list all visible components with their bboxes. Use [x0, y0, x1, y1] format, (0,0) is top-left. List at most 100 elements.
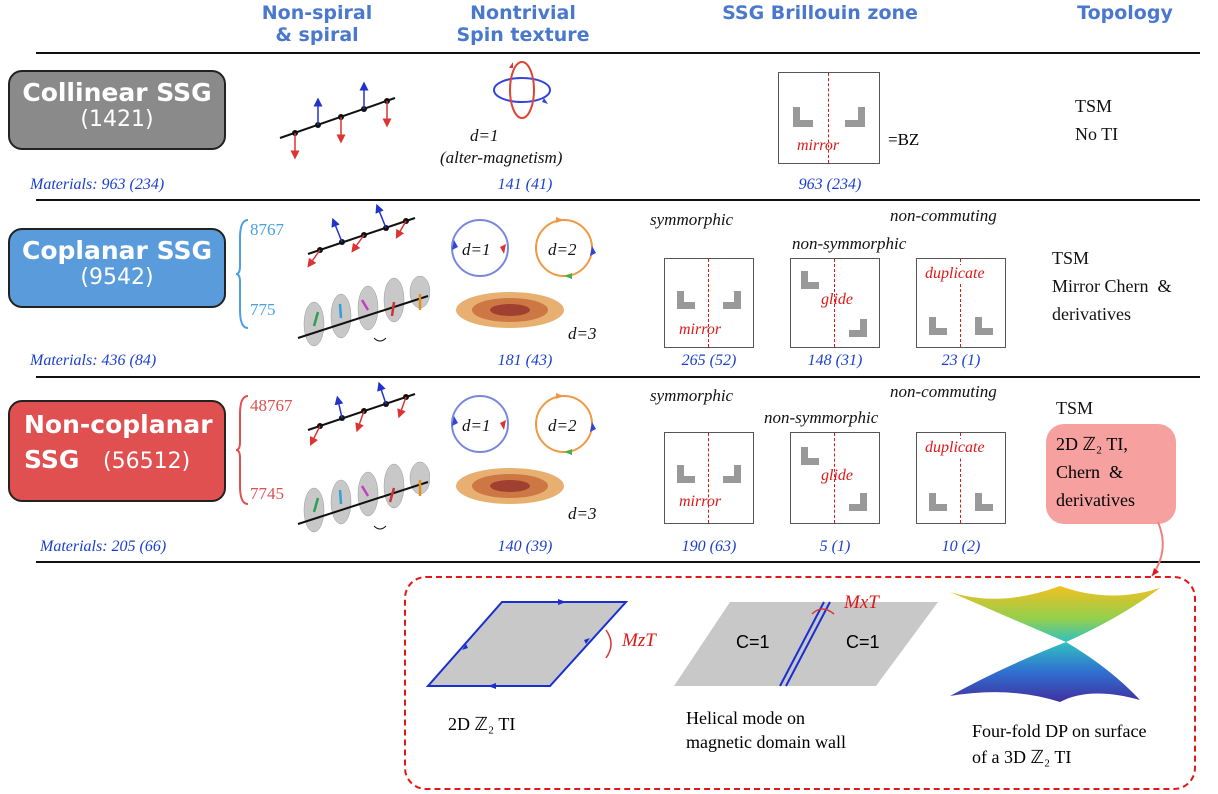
coplanar-texture-count: 181 (43): [497, 352, 553, 369]
panel1-symmetry: MzT: [622, 630, 656, 651]
header-nonspiral-line2: & spiral: [275, 24, 359, 46]
collinear-bz-mirror: mirror: [797, 137, 840, 154]
noncoplanar-title-line2: SSG (56512): [24, 445, 224, 474]
header-texture-line2: Spin texture: [456, 24, 590, 46]
bz-mirror-line: [828, 73, 829, 163]
noncoplanar-topology-box: 2D ℤ₂ TI, Chern & derivatives: [1046, 424, 1176, 524]
bz-glide-line: [834, 259, 835, 347]
noncoplanar-title: Non-coplanar: [24, 410, 213, 439]
collinear-texture-icon: [493, 61, 551, 119]
header-texture-line1: Nontrivial: [470, 2, 576, 24]
coplanar-materials: Materials: 436 (84): [30, 352, 157, 369]
bz-mirror-line: [708, 259, 709, 347]
noncoplanar-badge: Non-coplanar SSG (56512): [8, 400, 226, 502]
bz-glyph-upper: [801, 271, 819, 289]
header-texture: Nontrivial Spin texture: [438, 2, 608, 46]
coplanar-badge: Coplanar SSG (9542): [8, 228, 226, 308]
coplanar-d3: d=3: [568, 324, 597, 343]
coplanar-nonspiral-chain: [307, 204, 416, 268]
collinear-bz-box: mirror: [778, 72, 880, 164]
collinear-title: Collinear SSG: [22, 78, 212, 107]
header-topology: Topology: [1077, 2, 1173, 24]
coplanar-topology-line1: TSM: [1052, 248, 1090, 268]
coplanar-bz-nonsymmorphic: glide: [790, 258, 880, 348]
coplanar-d2: d=2: [548, 240, 577, 259]
noncoplanar-symmorphic: symmorphic: [650, 386, 734, 405]
bz-duplicate-line: [960, 433, 961, 523]
separator-top: [36, 52, 1200, 54]
panel2-domain-wall: [674, 601, 938, 687]
separator-3: [36, 561, 1200, 563]
bz-glyph-left: [677, 465, 695, 483]
coplanar-topology: TSM Mirror Chern & derivatives: [1052, 244, 1171, 328]
panel1-label: 2D ℤ₂ TI: [448, 714, 516, 734]
noncoplanar-spiral-chain: [297, 461, 430, 533]
panel3-label-line1: Four-fold DP on surface: [972, 721, 1147, 741]
coplanar-bz-duplicate: duplicate: [925, 265, 985, 283]
noncoplanar-d2: d=2: [548, 416, 577, 435]
noncoplanar-bz-noncommuting: duplicate: [916, 432, 1006, 524]
coplanar-bz-symmorphic: mirror: [664, 258, 754, 348]
noncoplanar-materials: Materials: 205 (66): [40, 538, 167, 555]
bz-glyph-right: [723, 291, 741, 309]
coplanar-title: Coplanar SSG: [22, 236, 212, 265]
noncoplanar-topology-line2: Chern &: [1056, 462, 1123, 482]
panel2-label-line1: Helical mode on: [686, 708, 805, 728]
panel2-label-line2: magnetic domain wall: [686, 732, 846, 752]
header-nonspiral: Non-spiral & spiral: [252, 2, 382, 46]
noncoplanar-topology-line3: derivatives: [1056, 490, 1135, 510]
bz-mirror-line: [708, 433, 709, 523]
panel3-dirac-cone: [950, 586, 1160, 702]
coplanar-nonsymmorphic: non-symmorphic: [792, 234, 907, 253]
bottom-panel: [404, 576, 1196, 790]
bz-glyph-lower: [849, 319, 867, 337]
collinear-texture-count: 141 (41): [497, 176, 553, 193]
bz-glyph-right: [975, 493, 993, 511]
noncoplanar-topology-line1: 2D ℤ₂ TI,: [1056, 434, 1128, 454]
bz-glyph-lower: [849, 493, 867, 511]
noncoplanar-bz-mirror: mirror: [679, 493, 722, 510]
noncoplanar-nonsymmorphic: non-symmorphic: [764, 408, 879, 427]
coplanar-bz-glide: glide: [821, 291, 853, 308]
noncoplanar-title2: SSG: [24, 445, 80, 474]
noncoplanar-count-sym: 190 (63): [681, 538, 737, 555]
collinear-badge: Collinear SSG (1421): [8, 70, 226, 150]
noncoplanar-brace: [236, 395, 249, 505]
noncoplanar-count: (56512): [103, 449, 191, 474]
collinear-bz-count: 963 (234): [798, 176, 862, 193]
bz-glyph-left: [793, 107, 813, 127]
coplanar-topology-line2: Mirror Chern &: [1052, 276, 1172, 296]
coplanar-d1: d=1: [462, 240, 491, 259]
noncoplanar-d1: d=1: [462, 416, 491, 435]
bz-glyph-upper: [801, 447, 819, 465]
collinear-texture-d: d=1: [470, 126, 499, 145]
noncoplanar-topology-tsm: TSM: [1056, 398, 1094, 418]
separator-1: [36, 199, 1200, 201]
bz-glyph-right: [845, 107, 865, 127]
coplanar-symmorphic: symmorphic: [650, 210, 734, 229]
noncoplanar-nonspiral-count: 48767: [250, 396, 293, 415]
collinear-topology-line1: TSM: [1075, 96, 1113, 116]
coplanar-topology-line3: derivatives: [1052, 304, 1131, 324]
noncoplanar-texture-d1-icon: [451, 395, 509, 453]
collinear-bz-eq: =BZ: [888, 130, 920, 149]
bz-glyph-left: [929, 317, 947, 335]
separator-2: [36, 376, 1200, 378]
panel3-label-line2: of a 3D ℤ₂ TI: [972, 747, 1072, 767]
panel1-parallelogram: [426, 599, 629, 689]
noncoplanar-bz-glide: glide: [821, 467, 853, 484]
noncoplanar-noncommuting: non-commuting: [890, 382, 997, 401]
coplanar-noncommuting: non-commuting: [890, 206, 997, 225]
noncoplanar-spiral-count: 7745: [250, 484, 284, 503]
coplanar-nonspiral-count: 8767: [250, 220, 284, 239]
noncoplanar-bz-symmorphic: mirror: [664, 432, 754, 524]
collinear-count: (1421): [80, 107, 154, 132]
coplanar-texture-d2-icon: [535, 217, 596, 279]
noncoplanar-texture-d3-icon: [456, 468, 564, 504]
bz-glyph-left: [677, 291, 695, 309]
collinear-materials: Materials: 963 (234): [30, 176, 165, 193]
coplanar-spiral-count: 775: [250, 300, 276, 319]
collinear-topology-line2: No TI: [1075, 124, 1119, 144]
panel2-symmetry: MxT: [844, 592, 879, 613]
panel2-label: Helical mode on magnetic domain wall: [686, 706, 846, 754]
